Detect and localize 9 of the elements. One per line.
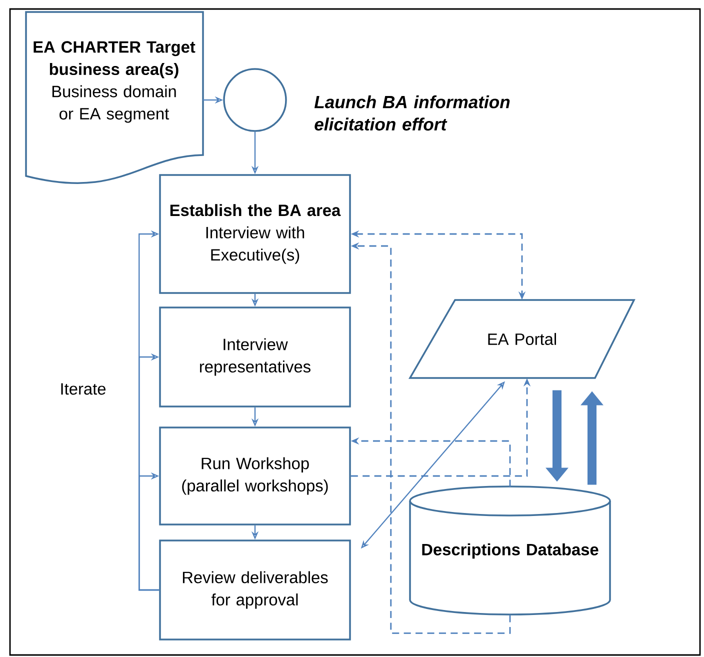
process-box: Interview representatives — [159, 306, 351, 408]
loop-label: Iterate — [61, 383, 106, 395]
process-box: Review deliverables for approval — [159, 540, 351, 640]
event-circle — [223, 68, 287, 132]
arrow — [138, 472, 160, 591]
database-cylinder: Descriptions Database — [409, 486, 611, 616]
event-caption: Launch BA information elicitation effort — [314, 95, 510, 131]
process-box: Establish the BA area Interview with Executive(s) — [159, 174, 351, 294]
process-box: Run Workshop (parallel workshops) — [159, 426, 351, 526]
